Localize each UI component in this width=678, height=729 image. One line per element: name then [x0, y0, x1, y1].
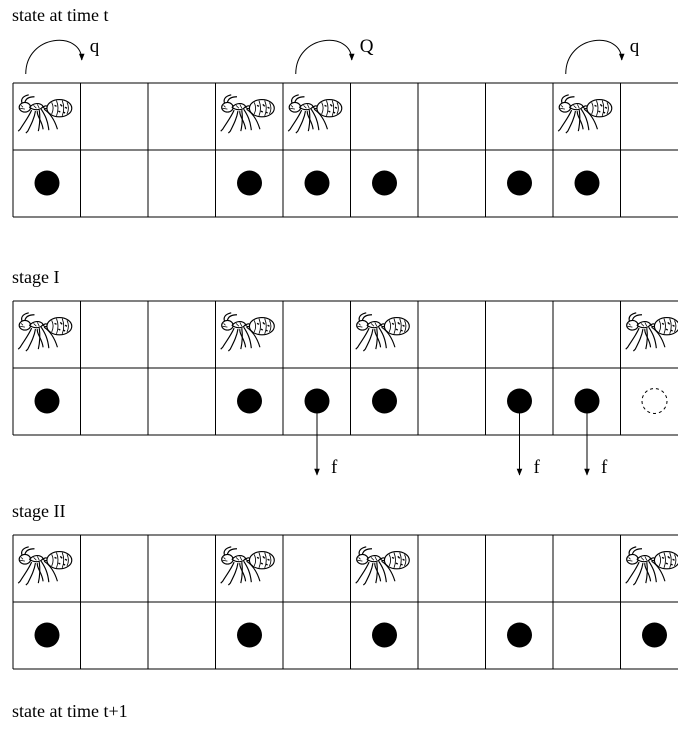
- hop-arrow: q: [565, 36, 640, 75]
- hop-arc: [565, 39, 625, 75]
- pheromone-dot: [507, 622, 532, 648]
- ant-icon: [625, 546, 678, 586]
- label-stage-1: stage I: [12, 267, 59, 287]
- evaporation-arrow: f: [584, 401, 608, 478]
- ant-icon: [17, 94, 73, 134]
- pheromone-dot: [304, 170, 330, 196]
- contents-state-t: [17, 94, 613, 196]
- pheromone-dot: [372, 170, 397, 196]
- hop-arc: [25, 39, 85, 75]
- ant-icon: [220, 94, 275, 134]
- ant-icon: [355, 546, 410, 586]
- lattice-state-t: [12, 82, 678, 218]
- label-state-t1: state at time t+1: [12, 701, 128, 721]
- pheromone-dot: [372, 622, 397, 648]
- contents-stage-2: [17, 546, 678, 648]
- pheromone-dot: [34, 170, 60, 196]
- ant-icon: [287, 94, 343, 134]
- pheromone-dot: [34, 388, 60, 414]
- label-stage-2: stage II: [12, 501, 65, 521]
- ant-icon: [220, 312, 275, 352]
- lattice-grids: [12, 82, 678, 670]
- ant-icon: [557, 94, 613, 134]
- hop-rate-label: q: [630, 36, 640, 57]
- hop-arrow: Q: [295, 36, 374, 75]
- evaporation-rate-label: f: [534, 457, 541, 478]
- label-state-t: state at time t: [12, 5, 108, 25]
- lattice-stage-1: [12, 300, 678, 436]
- ant-icon: [220, 546, 275, 586]
- pheromone-dot: [372, 388, 397, 414]
- evaporation-rate-label: f: [331, 457, 338, 478]
- ant-icon: [625, 312, 678, 352]
- lattice-stage-2: [12, 534, 678, 670]
- pheromone-dot: [237, 388, 262, 414]
- pheromone-dot: [642, 622, 667, 648]
- pheromone-dot: [237, 622, 262, 648]
- pheromone-dot: [34, 622, 60, 648]
- hop-rate-label: Q: [360, 36, 374, 57]
- lattice-contents: [17, 94, 678, 648]
- evaporated-pheromone: [641, 388, 668, 414]
- pheromone-dot: [237, 170, 262, 196]
- hop-arrow: q: [25, 36, 100, 75]
- contents-stage-1: [17, 312, 678, 414]
- ant-icon: [17, 312, 73, 352]
- ant-icon: [355, 312, 410, 352]
- hop-rate-label: q: [90, 36, 100, 57]
- evaporation-arrow: f: [314, 401, 338, 478]
- hop-arc: [295, 39, 355, 75]
- evaporation-rate-label: f: [601, 457, 608, 478]
- pheromone-dot: [574, 170, 600, 196]
- pheromone-dot: [507, 170, 532, 196]
- ant-icon: [17, 546, 73, 586]
- evaporation-arrow: f: [516, 401, 541, 478]
